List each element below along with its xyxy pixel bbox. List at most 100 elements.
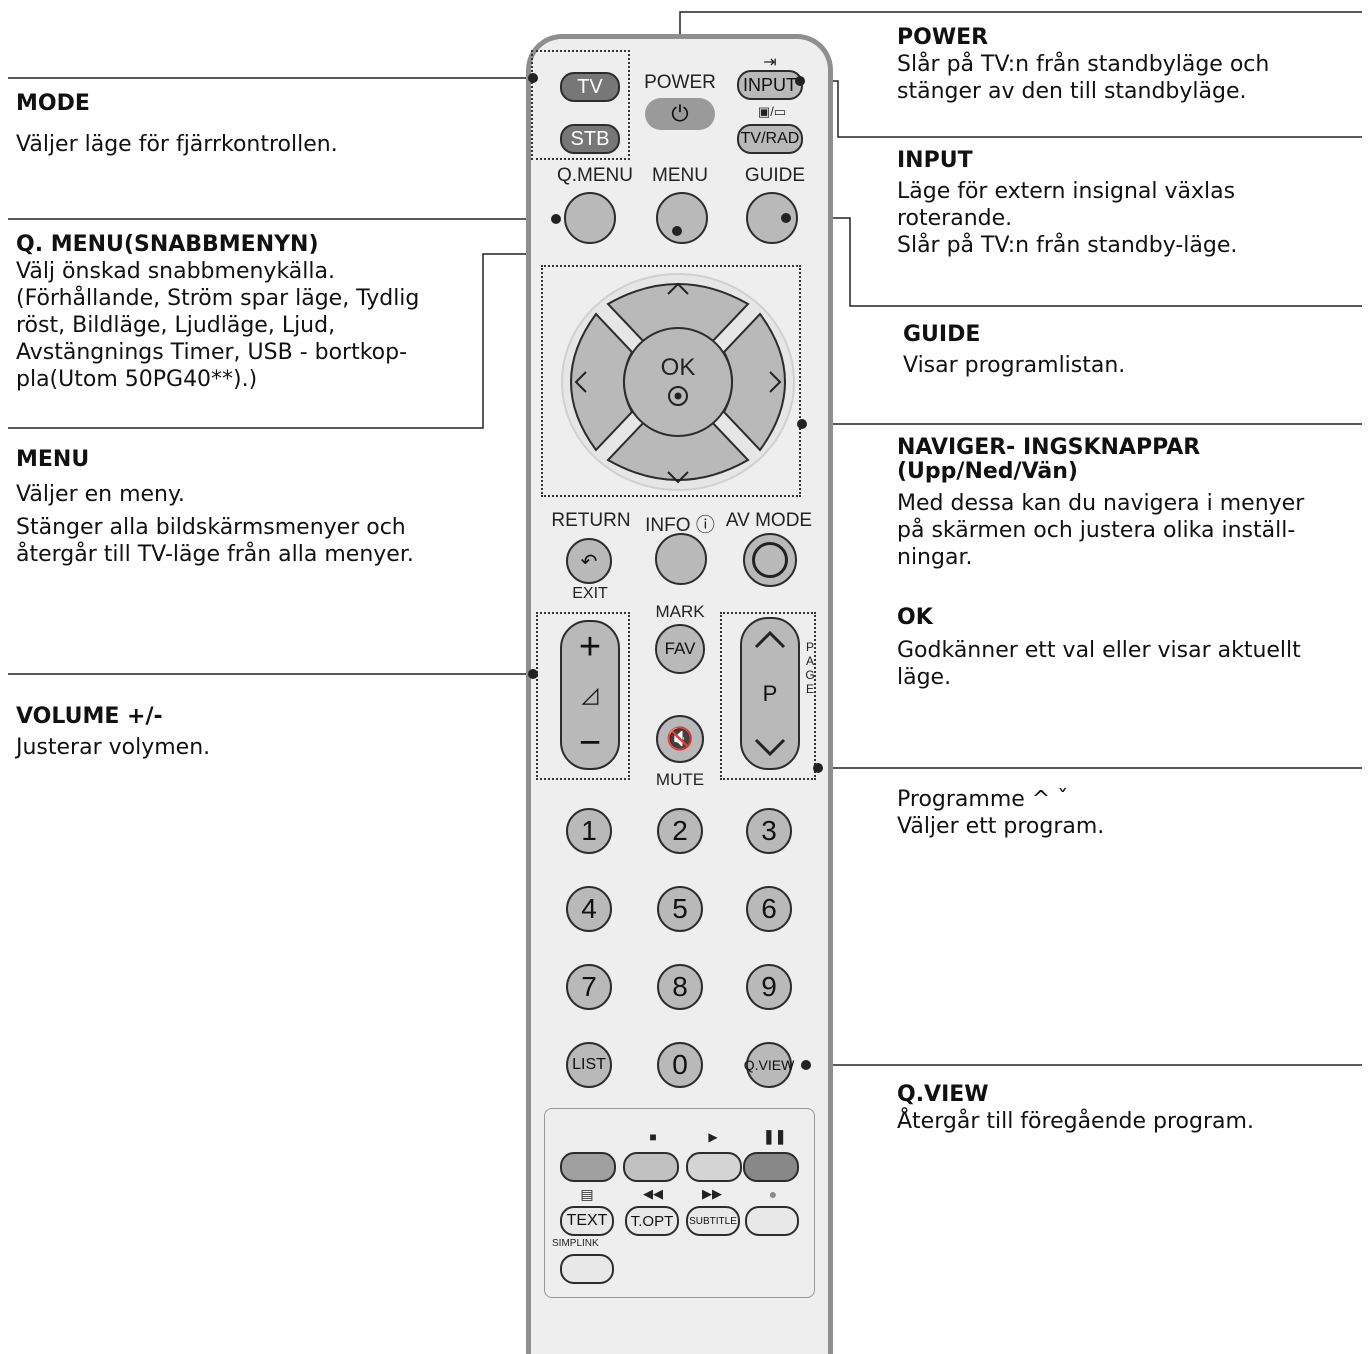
navigation-line: Med dessa kan du navigera i menyer bbox=[897, 491, 1305, 516]
volume-title: VOLUME +/- bbox=[16, 704, 163, 729]
number-button-3[interactable]: 3 bbox=[746, 808, 792, 854]
tv-rad-button[interactable]: TV/RAD bbox=[737, 124, 803, 154]
qmenu-line: (Förhållande, Ström spar läge, Tydlig bbox=[16, 286, 420, 311]
qmenu-annotation: Q. MENU(SNABBMENYN) Välj önskad snabbmen… bbox=[16, 231, 419, 393]
mode-group-box bbox=[531, 50, 630, 160]
volume-annotation: VOLUME +/- Justerar volymen. bbox=[16, 703, 210, 761]
volume-up-icon: + bbox=[578, 626, 602, 668]
input-line: roterande. bbox=[897, 206, 1013, 231]
mute-icon: 🔇 bbox=[666, 726, 694, 751]
navigation-line: ningar. bbox=[897, 545, 973, 570]
programme-rocker[interactable]: P bbox=[740, 617, 800, 770]
volume-line: Justerar volymen. bbox=[16, 735, 211, 760]
programme-bullet bbox=[813, 763, 823, 773]
fav-button[interactable]: FAV bbox=[655, 624, 705, 674]
tv-mode-button[interactable]: TV bbox=[560, 72, 620, 102]
navigation-pad bbox=[561, 273, 795, 491]
qmenu-button[interactable] bbox=[564, 192, 616, 244]
teletext-icon: ▤ bbox=[580, 1186, 594, 1202]
qmenu-title: Q. MENU(SNABBMENYN) bbox=[16, 232, 319, 257]
input-title: INPUT bbox=[897, 148, 973, 173]
programme-line: Väljer ett program. bbox=[897, 814, 1105, 839]
navigation-subtitle: (Upp/Ned/Vän) bbox=[897, 459, 1078, 484]
info-button[interactable] bbox=[655, 533, 707, 585]
return-button[interactable]: ↶ bbox=[566, 538, 612, 584]
qmenu-line: Välj önskad snabbmenykälla. bbox=[16, 259, 335, 284]
mode-line: Väljer läge för fjärrkontrollen. bbox=[16, 132, 338, 157]
mute-label: MUTE bbox=[655, 770, 705, 789]
green-button[interactable] bbox=[623, 1152, 679, 1182]
red-button[interactable] bbox=[560, 1152, 616, 1182]
chevron-up-icon bbox=[667, 282, 689, 295]
input-bullet bbox=[795, 76, 805, 86]
return-label: RETURN bbox=[551, 510, 631, 531]
mark-label: MARK bbox=[655, 602, 705, 621]
record-button[interactable] bbox=[745, 1206, 799, 1236]
number-button-4[interactable]: 4 bbox=[566, 886, 612, 932]
power-annotation: POWER Slår på TV:n från standbyläge och … bbox=[897, 24, 1269, 105]
yellow-button[interactable] bbox=[686, 1152, 742, 1182]
menu-label: MENU bbox=[652, 165, 708, 186]
pause-icon: ❚❚ bbox=[763, 1128, 787, 1144]
power-icon: ⏻ bbox=[671, 101, 689, 126]
navigation-line: på skärmen och justera olika inställ- bbox=[897, 518, 1296, 543]
blue-button[interactable] bbox=[743, 1152, 799, 1182]
ok-title: OK bbox=[897, 605, 933, 630]
menu-annotation: MENU Väljer en meny. Stänger alla bildsk… bbox=[16, 446, 414, 568]
input-button[interactable]: INPUT bbox=[737, 70, 803, 100]
guide-title: GUIDE bbox=[903, 322, 981, 347]
number-button-2[interactable]: 2 bbox=[657, 808, 703, 854]
bottom-panel bbox=[544, 1108, 815, 1298]
volume-down-icon: − bbox=[578, 722, 602, 764]
record-icon: ● bbox=[768, 1186, 778, 1202]
menu-button[interactable] bbox=[656, 192, 708, 244]
text-button[interactable]: TEXT bbox=[560, 1206, 614, 1236]
programme-up-icon bbox=[754, 630, 786, 649]
menu-line: Väljer en meny. bbox=[16, 482, 185, 507]
programme-annotation: Programme ^ ˇ Väljer ett program. bbox=[897, 786, 1104, 840]
mute-button[interactable]: 🔇 bbox=[656, 715, 704, 763]
chevron-left-icon bbox=[574, 371, 587, 393]
power-line: stänger av den till standbyläge. bbox=[897, 79, 1247, 104]
list-button[interactable]: LIST bbox=[566, 1042, 612, 1088]
subtitle-button[interactable]: SUBTITLE bbox=[686, 1206, 740, 1236]
exit-label: EXIT bbox=[572, 585, 608, 602]
programme-group-box bbox=[720, 612, 816, 780]
avmode-ring-icon bbox=[752, 542, 788, 578]
power-title: POWER bbox=[897, 25, 989, 50]
programme-p-label: P bbox=[762, 680, 778, 706]
mode-bullet bbox=[528, 73, 538, 83]
power-button[interactable]: ⏻ bbox=[645, 98, 715, 130]
topt-button[interactable]: T.OPT bbox=[625, 1206, 679, 1236]
number-button-0[interactable]: 0 bbox=[657, 1042, 703, 1088]
rewind-icon: ◀◀ bbox=[643, 1186, 663, 1201]
mode-title: MODE bbox=[16, 91, 90, 116]
menu-bullet bbox=[672, 226, 682, 236]
volume-rocker[interactable]: + ◿ − bbox=[560, 620, 620, 770]
stb-mode-button[interactable]: STB bbox=[560, 124, 620, 154]
simplink-label: SIMPLINK bbox=[552, 1238, 599, 1249]
qmenu-line: pla(Utom 50PG40**).) bbox=[16, 367, 258, 392]
qview-button[interactable]: Q.VIEW bbox=[744, 1042, 794, 1088]
volume-bullet bbox=[528, 669, 538, 679]
menu-line: Stänger alla bildskärmsmenyer och bbox=[16, 515, 406, 540]
fast-forward-icon: ▶▶ bbox=[702, 1186, 722, 1201]
input-line: Slår på TV:n från standby-läge. bbox=[897, 233, 1238, 258]
avmode-button[interactable] bbox=[743, 533, 797, 587]
qmenu-bullet bbox=[551, 214, 561, 224]
number-button-5[interactable]: 5 bbox=[657, 886, 703, 932]
programme-title: Programme ^ ˇ bbox=[897, 787, 1069, 812]
ok-line: läge. bbox=[897, 665, 952, 690]
input-annotation: INPUT Läge för extern insignal växlas ro… bbox=[897, 147, 1237, 259]
ok-label: OK bbox=[660, 354, 696, 381]
number-button-1[interactable]: 1 bbox=[566, 808, 612, 854]
qmenu-line: röst, Bildläge, Ljudläge, Ljud, bbox=[16, 313, 336, 338]
number-button-6[interactable]: 6 bbox=[746, 886, 792, 932]
number-button-9[interactable]: 9 bbox=[746, 964, 792, 1010]
number-button-7[interactable]: 7 bbox=[566, 964, 612, 1010]
volume-group-box bbox=[536, 612, 630, 780]
number-button-8[interactable]: 8 bbox=[657, 964, 703, 1010]
page-label: PAGE bbox=[805, 640, 815, 696]
simplink-button[interactable] bbox=[560, 1254, 614, 1284]
menu-line: återgår till TV-läge från alla menyer. bbox=[16, 542, 414, 567]
